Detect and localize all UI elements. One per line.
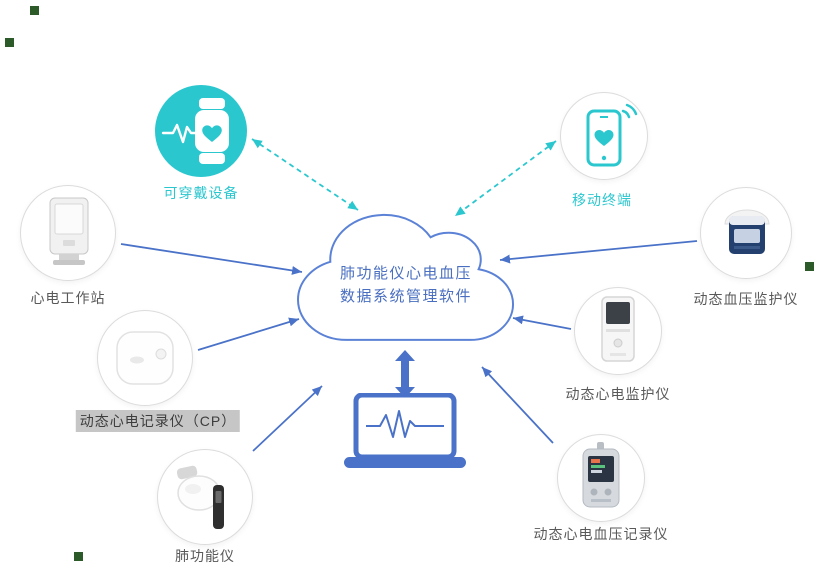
stray-green-mark bbox=[74, 552, 83, 561]
cloud-shape bbox=[298, 215, 513, 340]
cloud-title: 肺功能仪心电血压 数据系统管理软件 bbox=[316, 262, 496, 308]
arrow-wearable-cloud bbox=[251, 138, 359, 211]
arrow-ecgbprecorder-cloud bbox=[481, 366, 554, 444]
label-mobile: 移动终端 bbox=[572, 192, 632, 208]
node-wearable bbox=[155, 85, 247, 177]
node-ecg-workstation bbox=[20, 185, 116, 281]
node-ecg-recorder-cp bbox=[97, 310, 193, 406]
smartphone-icon bbox=[586, 103, 638, 167]
stray-green-mark bbox=[805, 262, 814, 271]
signal-wave-icon bbox=[621, 109, 631, 119]
label-ecg-recorder-cp: 动态心电记录仪（CP） bbox=[75, 410, 241, 432]
stray-green-mark bbox=[30, 6, 39, 15]
bp-monitor-device-image bbox=[724, 209, 770, 254]
label-ecg-bp-recorder: 动态心电血压记录仪 bbox=[533, 526, 669, 542]
cloud-title-line2: 数据系统管理软件 bbox=[339, 288, 472, 305]
node-bp-monitor bbox=[700, 187, 792, 279]
node-ecg-monitor bbox=[574, 287, 662, 375]
laptop-client bbox=[344, 392, 466, 473]
ecg-workstation-device-image bbox=[49, 197, 89, 265]
stray-green-mark bbox=[5, 38, 14, 47]
arrow-mobile-cloud bbox=[454, 140, 557, 217]
ecg-monitor-device-image bbox=[601, 296, 635, 362]
label-spirometer: 肺功能仪 bbox=[175, 548, 235, 564]
arrow-ecgmonitor-cloud bbox=[512, 315, 572, 330]
holter-recorder-device-image bbox=[116, 331, 174, 385]
signal-wave-icon bbox=[625, 103, 638, 116]
label-wearable: 可穿戴设备 bbox=[163, 185, 239, 201]
smartwatch-icon bbox=[161, 98, 229, 164]
label-bp-monitor: 动态血压监护仪 bbox=[693, 291, 799, 307]
arrow-bpmonitor-cloud bbox=[499, 240, 698, 264]
arrow-workstation-cloud bbox=[120, 243, 303, 275]
spirometer-device-image bbox=[176, 465, 224, 529]
label-ecg-workstation: 心电工作站 bbox=[30, 290, 106, 306]
laptop-ecg-icon bbox=[344, 392, 466, 468]
node-spirometer bbox=[157, 449, 253, 545]
arrow-cloud-laptop bbox=[395, 350, 415, 398]
arrow-recorder-cloud bbox=[197, 317, 300, 351]
label-ecg-monitor: 动态心电监护仪 bbox=[565, 386, 671, 402]
arrow-spirometer-cloud bbox=[252, 385, 323, 452]
node-mobile bbox=[560, 92, 648, 180]
cloud-title-line1: 肺功能仪心电血压 bbox=[339, 265, 472, 282]
ecg-bp-recorder-device-image bbox=[582, 442, 620, 508]
node-ecg-bp-recorder bbox=[557, 434, 645, 522]
